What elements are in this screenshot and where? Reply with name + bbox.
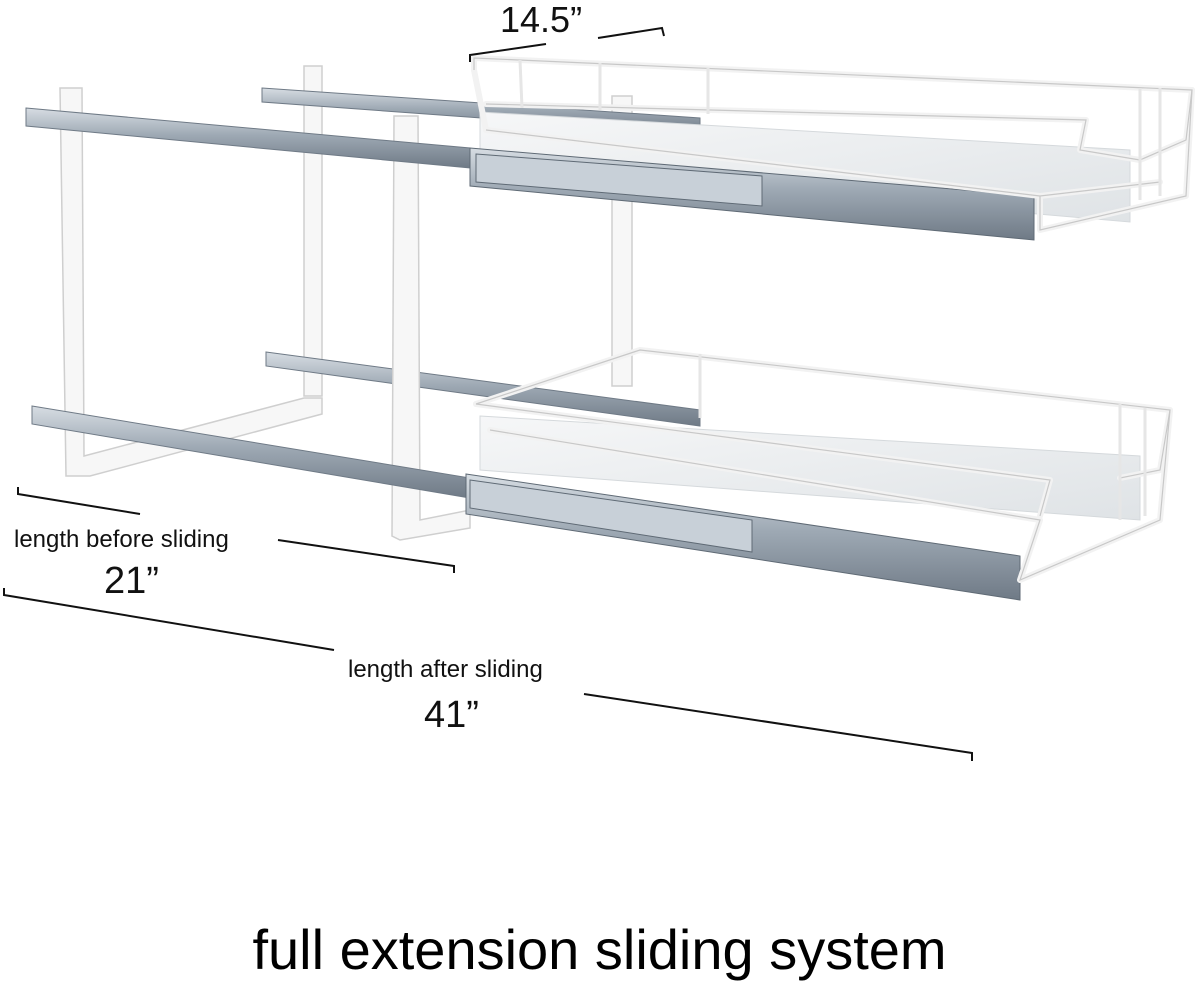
dimension-line-after-right [583,693,973,761]
width-dimension-value: 14.5” [500,0,583,40]
upper-basket [469,55,1195,241]
length-after-sliding-label: length after sliding [348,656,543,683]
lower-basket-floor [479,415,1141,521]
front-frame [59,87,471,541]
length-before-sliding-value: 21” [104,560,159,602]
length-before-sliding-label: length before sliding [14,526,229,553]
rear-upright-left [303,65,323,397]
dimension-lines [3,26,973,761]
front-frame-left [59,87,323,477]
lower-basket [465,347,1173,601]
dimension-line-before-right [277,539,455,573]
length-after-sliding-value: 41” [424,694,479,736]
caption: full extension sliding system [252,918,947,981]
dimension-line-width-right [597,26,665,39]
dimension-line-after-left [3,588,335,651]
dimension-line-width-left [469,43,547,62]
rear-rail-lower [265,351,701,427]
lower-slide-inner [469,479,753,553]
dimension-line-before-left [17,487,141,515]
upper-slide-inner [475,153,763,207]
front-frame-right [391,115,471,541]
